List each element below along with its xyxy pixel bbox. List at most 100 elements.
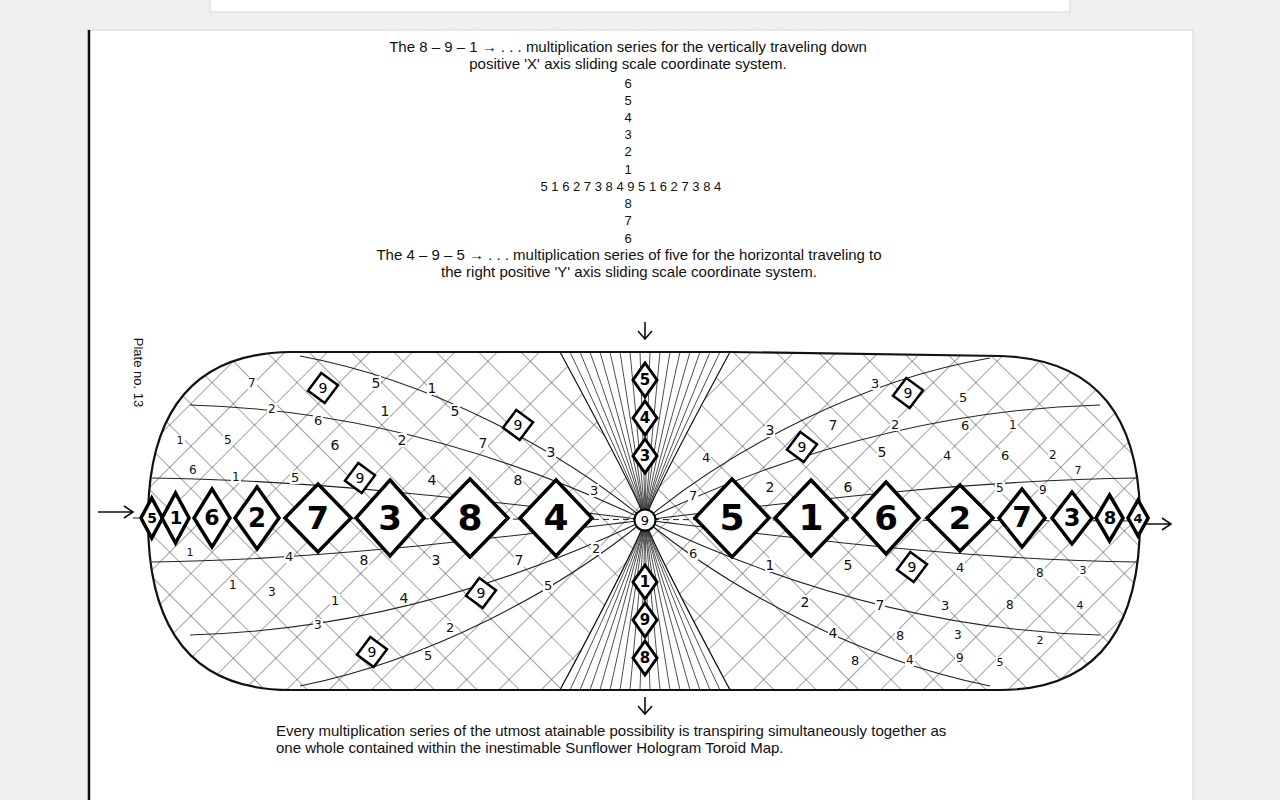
cell-number: 4 <box>828 626 839 640</box>
cell-box: 9 <box>785 430 819 464</box>
plate-caption: Every multiplication series of the utmos… <box>276 722 966 756</box>
cell-number: 5 <box>543 579 553 592</box>
shape-outline <box>897 552 927 582</box>
series-digit: 1 <box>625 163 632 176</box>
node-number: 6 <box>204 507 219 529</box>
cell-number: 8 <box>359 553 370 567</box>
shape-outline <box>633 363 657 397</box>
node-number: 9 <box>904 386 913 400</box>
node-number: 4 <box>640 411 650 426</box>
shape-outline <box>633 401 657 435</box>
node-number: 1 <box>798 500 823 536</box>
cell-number: 2 <box>591 542 601 555</box>
cell-number: 5 <box>450 404 461 418</box>
cell-number: 5 <box>223 434 233 446</box>
shape-outline <box>1096 495 1123 541</box>
cell-number: 5 <box>996 657 1005 668</box>
axis-diamond: 5 <box>693 477 771 559</box>
cell-number: 5 <box>371 376 382 390</box>
circle-outline <box>635 510 656 531</box>
shape-outline <box>787 432 817 462</box>
shape-outline <box>999 489 1045 547</box>
cell-number: 2 <box>267 403 277 415</box>
shape-outline <box>893 378 923 408</box>
shape-outline <box>345 463 375 493</box>
series-digit: 7 <box>625 214 632 227</box>
cell-number: 3 <box>953 629 963 641</box>
cell-number: 7 <box>514 553 525 567</box>
axis-diamond: 4 <box>1126 498 1150 538</box>
node-number: 5 <box>719 500 744 536</box>
shape-outline <box>633 565 657 599</box>
shape-outline <box>520 480 592 556</box>
node-number: 9 <box>477 586 486 600</box>
node-number: 3 <box>1064 506 1081 530</box>
cell-number: 3 <box>431 553 442 567</box>
series-digit: 6 <box>625 232 632 245</box>
cell-number: 8 <box>1005 599 1015 611</box>
cell-box: 9 <box>306 371 340 405</box>
node-number: 9 <box>368 645 377 659</box>
cell-number: 6 <box>313 414 323 427</box>
node-number: 8 <box>640 651 650 666</box>
shape-outline <box>853 482 919 554</box>
shape-outline <box>308 373 338 403</box>
cell-number: 4 <box>955 561 965 574</box>
center-circle: 9 <box>633 508 657 532</box>
cell-number: 3 <box>870 377 880 390</box>
axis-diamond: 7 <box>997 487 1047 549</box>
cell-number: 7 <box>875 598 886 612</box>
vertical-diamond: 9 <box>631 601 659 639</box>
page-sheet <box>88 30 1193 800</box>
cell-number: 4 <box>1076 600 1085 611</box>
shape-outline <box>162 493 189 543</box>
cell-number: 3 <box>940 599 950 612</box>
axis-diamond: 2 <box>233 485 281 551</box>
cell-number: 5 <box>290 471 300 484</box>
node-number: 3 <box>378 501 402 535</box>
cell-number: 4 <box>701 451 711 464</box>
vertical-diamond: 8 <box>631 639 659 677</box>
node-number: 7 <box>1012 504 1031 532</box>
node-number: 9 <box>798 440 807 454</box>
node-number: 5 <box>147 511 157 525</box>
cell-number: 2 <box>397 433 408 447</box>
cell-number: 1 <box>765 558 776 572</box>
cell-number: 8 <box>1035 567 1045 579</box>
node-number: 1 <box>170 509 183 527</box>
shape-outline <box>633 603 657 637</box>
toroid-lattice <box>148 352 1140 690</box>
axis-diamond: 4 <box>518 478 594 558</box>
vertical-diamond: 5 <box>631 361 659 399</box>
node-number: 6 <box>874 501 898 535</box>
shape-outline <box>285 484 351 552</box>
shape-outline <box>775 480 847 556</box>
cell-number: 6 <box>960 419 970 432</box>
node-number: 2 <box>949 502 971 534</box>
cell-number: 5 <box>958 391 968 404</box>
cell-number: 3 <box>1079 565 1088 576</box>
toroid-outline <box>148 352 1140 690</box>
latitude-curve <box>152 356 1138 686</box>
page-edge <box>88 30 91 800</box>
axis-diamond: 6 <box>192 487 232 549</box>
cell-number: 1 <box>330 594 340 607</box>
cell-number: 3 <box>546 445 557 459</box>
cell-number: 2 <box>1036 635 1045 646</box>
node-number: 9 <box>319 381 328 395</box>
cell-number: 6 <box>843 480 854 494</box>
cell-box: 9 <box>895 550 929 584</box>
node-number: 9 <box>514 418 523 432</box>
shape-outline <box>432 479 508 557</box>
shape-outline <box>503 410 533 440</box>
cell-box: 9 <box>355 635 389 669</box>
node-number: 4 <box>543 500 568 536</box>
toroid-ground <box>148 352 1140 690</box>
shape-outline <box>1128 500 1148 536</box>
cell-number: 1 <box>228 579 238 591</box>
axis-arrow <box>98 506 133 518</box>
series-digit: 5 1 6 2 7 3 8 4 9 5 1 6 2 7 3 8 4 <box>541 180 722 193</box>
cell-number: 8 <box>850 654 860 667</box>
axis-diamond: 3 <box>1050 490 1094 546</box>
